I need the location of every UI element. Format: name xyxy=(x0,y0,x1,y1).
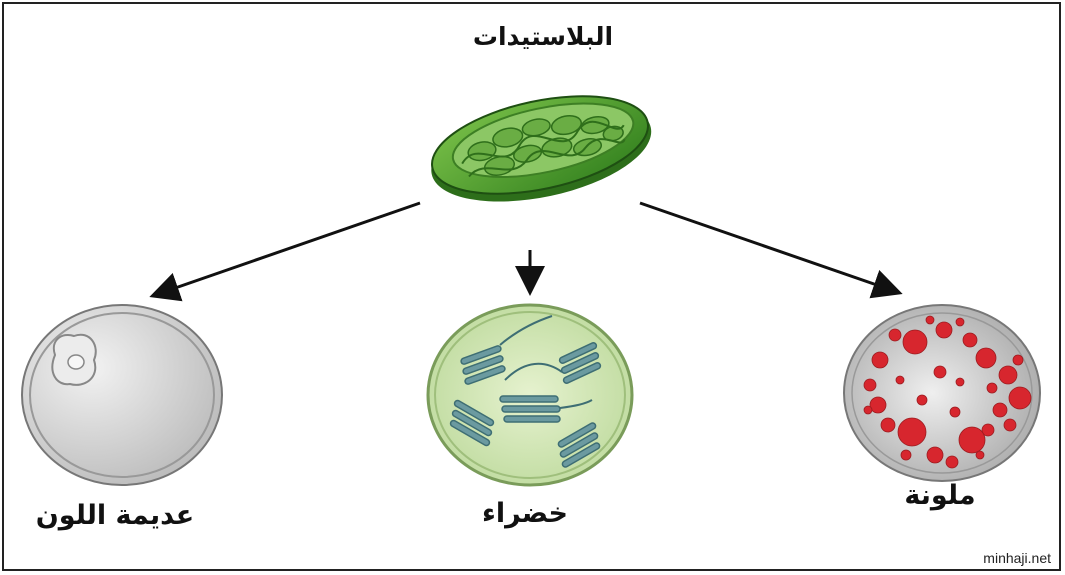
chromoplast-illustration xyxy=(844,305,1040,481)
watermark: minhaji.net xyxy=(983,550,1051,566)
label-colored-plastid: ملونة xyxy=(880,480,1000,511)
leucoplast-illustration xyxy=(22,305,222,485)
chloroplast-section-illustration xyxy=(428,305,632,485)
diagram-title: البلاستيدات xyxy=(463,22,623,51)
arrow-to-colorless xyxy=(155,203,420,295)
label-colorless-plastid: عديمة اللون xyxy=(25,500,205,531)
chloroplast-illustration xyxy=(421,79,660,219)
arrow-to-colored xyxy=(640,203,897,292)
label-green-plastid: خضراء xyxy=(460,498,590,529)
